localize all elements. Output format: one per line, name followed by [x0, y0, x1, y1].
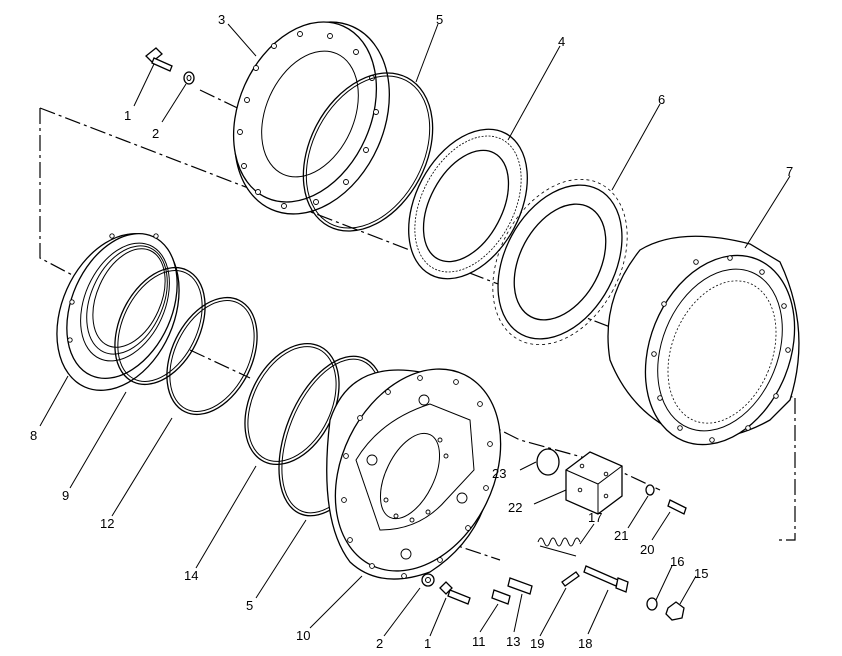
leader-lines — [39, 23, 791, 637]
callout-2-lower: 2 — [376, 636, 383, 651]
part-18-long-bolt — [583, 565, 629, 593]
part-20-bolt — [667, 499, 687, 515]
callout-21: 21 — [614, 528, 628, 543]
part-9-seal — [114, 266, 206, 386]
callout-3: 3 — [218, 12, 225, 27]
part-11-fitting — [491, 589, 511, 605]
callout-23: 23 — [492, 466, 506, 481]
callout-6: 6 — [658, 92, 665, 107]
callout-22: 22 — [508, 500, 522, 515]
part-17-spring — [537, 537, 581, 557]
part-3-cover-plate — [232, 21, 390, 215]
part-22-valve-block — [565, 451, 623, 515]
part-5-o-ring-upper — [302, 72, 434, 232]
callout-5-upper: 5 — [436, 12, 443, 27]
callout-18: 18 — [578, 636, 592, 651]
callout-16: 16 — [670, 554, 684, 569]
part-1-bolt-upper — [145, 47, 173, 72]
callout-5-lower: 5 — [246, 598, 253, 613]
callout-2-upper: 2 — [152, 126, 159, 141]
callout-4: 4 — [558, 34, 565, 49]
callout-9: 9 — [62, 488, 69, 503]
part-6-separator-plate — [492, 178, 628, 346]
part-7-bolt-holes — [651, 255, 791, 443]
callout-1-lower: 1 — [424, 636, 431, 651]
part-10-bolt-holes — [341, 375, 493, 579]
callout-10: 10 — [296, 628, 310, 643]
part-3-bolt-holes — [237, 31, 379, 209]
callout-11: 11 — [472, 634, 486, 649]
callout-8: 8 — [30, 428, 37, 443]
part-12-seal — [166, 296, 258, 416]
callout-15: 15 — [694, 566, 708, 581]
part-16-washer-small — [646, 597, 658, 611]
part-10-brake-housing — [326, 368, 502, 580]
part-13-fitting — [507, 577, 533, 595]
callout-17: 17 — [588, 510, 602, 525]
part-2-washer-upper — [183, 71, 195, 85]
callout-14: 14 — [184, 568, 198, 583]
part-15-plug — [665, 601, 685, 621]
callout-7: 7 — [786, 164, 793, 179]
part-23-o-ring-small — [536, 448, 560, 476]
part-1-bolt-lower — [439, 581, 471, 605]
callout-labels: 1 2 3 5 4 6 7 8 9 12 14 5 10 2 1 11 13 1… — [30, 12, 793, 651]
callout-1-upper: 1 — [124, 108, 131, 123]
callout-20: 20 — [640, 542, 654, 557]
part-7-ring-gear-housing — [607, 235, 800, 446]
part-21-washer — [645, 484, 655, 496]
part-2-washer-lower — [421, 573, 435, 587]
part-4-friction-disc — [408, 128, 528, 280]
callout-13: 13 — [506, 634, 520, 649]
callout-19: 19 — [530, 636, 544, 651]
callout-12: 12 — [100, 516, 114, 531]
part-8-piston-housing — [56, 233, 180, 391]
part-19-pin — [561, 571, 580, 587]
